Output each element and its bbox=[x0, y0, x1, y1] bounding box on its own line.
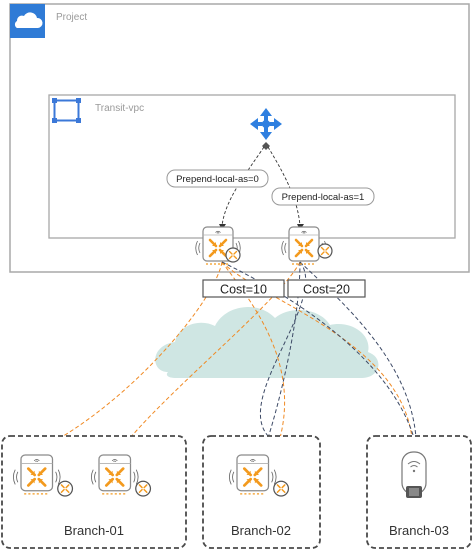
link-orange-branch01-b bbox=[129, 261, 301, 439]
branch-03: Branch-03 bbox=[366, 435, 472, 549]
vpc-icon bbox=[52, 98, 81, 123]
project-cloud-icon bbox=[10, 4, 45, 38]
branch-02-label: Branch-02 bbox=[231, 523, 291, 538]
link-navy-branch03-b bbox=[221, 261, 415, 439]
cost-label-left: Cost=10 bbox=[202, 279, 285, 298]
link-orange-branch02 bbox=[221, 261, 285, 439]
prepend-label-left: Prepend-local-as=0 bbox=[166, 169, 269, 188]
cost-label-left-text: Cost=10 bbox=[220, 283, 267, 297]
link-orange-branch03 bbox=[221, 261, 413, 439]
branch-01-label: Branch-01 bbox=[64, 523, 124, 538]
cloud-router-icon bbox=[250, 108, 282, 140]
prepend-link-left bbox=[221, 146, 265, 227]
project-label: Project bbox=[56, 12, 87, 23]
branch-03-label: Branch-03 bbox=[389, 523, 449, 538]
prepend-label-left-text: Prepend-local-as=0 bbox=[176, 174, 259, 185]
branch-02: Branch-02 bbox=[202, 435, 321, 549]
access-point-icon bbox=[401, 451, 427, 498]
cost-label-right-text: Cost=20 bbox=[303, 283, 350, 297]
link-orange-branch01 bbox=[59, 261, 223, 439]
branch-01: Branch-01 bbox=[1, 435, 187, 549]
transit-vpc-label: Transit-vpc bbox=[95, 103, 144, 114]
cost-label-right: Cost=20 bbox=[287, 279, 366, 298]
router-anchor bbox=[262, 142, 270, 150]
prepend-label-right: Prepend-local-as=1 bbox=[271, 187, 375, 206]
link-navy-branch03 bbox=[299, 261, 417, 439]
prepend-link-right bbox=[267, 146, 301, 227]
link-navy-cloud bbox=[259, 261, 307, 439]
prepend-label-right-text: Prepend-local-as=1 bbox=[282, 192, 365, 203]
internet-cloud bbox=[155, 306, 379, 378]
